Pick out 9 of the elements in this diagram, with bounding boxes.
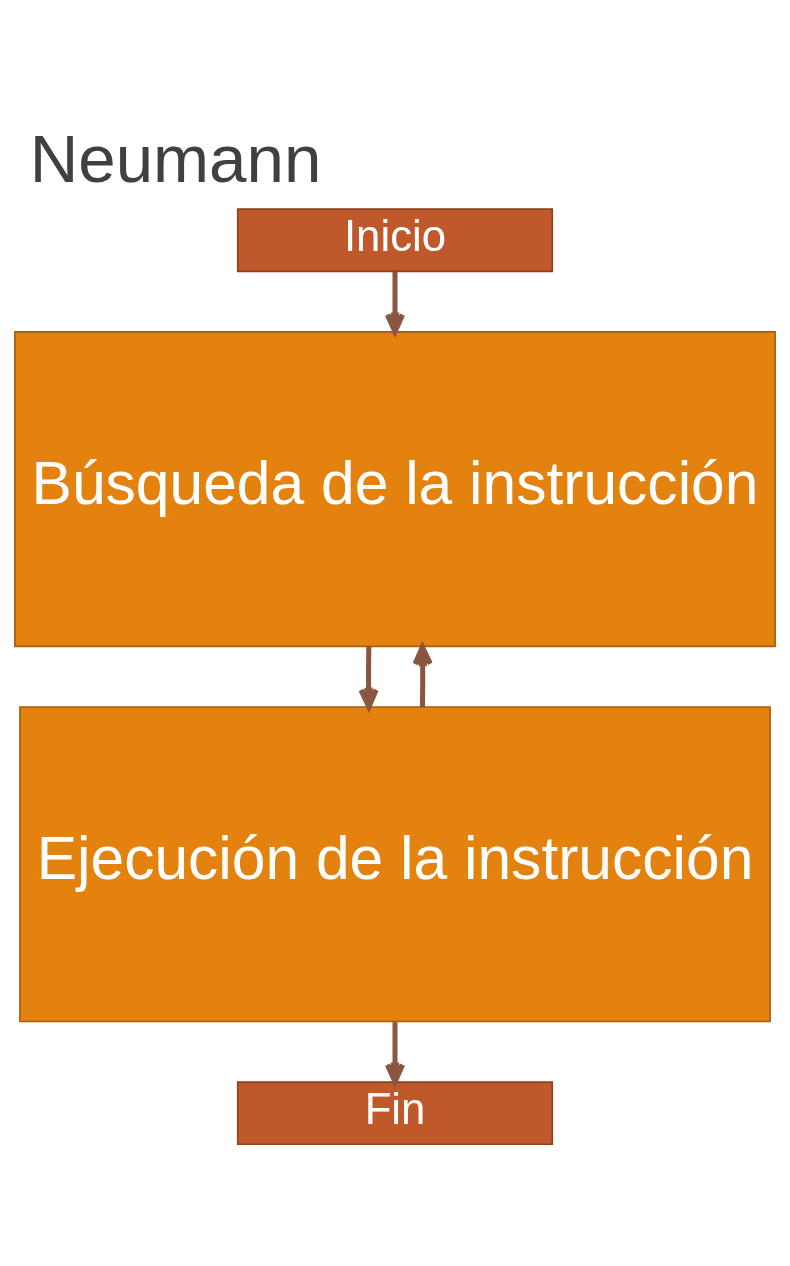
node-box: Fin bbox=[236, 1081, 554, 1146]
node-box: Inicio bbox=[236, 208, 554, 273]
arrow bbox=[384, 1022, 406, 1085]
arrow bbox=[384, 271, 406, 335]
node-box: Ejecución de la instrucción bbox=[19, 706, 771, 1023]
node-box: Búsqueda de la instrucción bbox=[14, 331, 776, 648]
arrow bbox=[358, 646, 379, 710]
diagram-title: Neumann bbox=[29, 121, 322, 197]
arrow bbox=[412, 644, 433, 707]
